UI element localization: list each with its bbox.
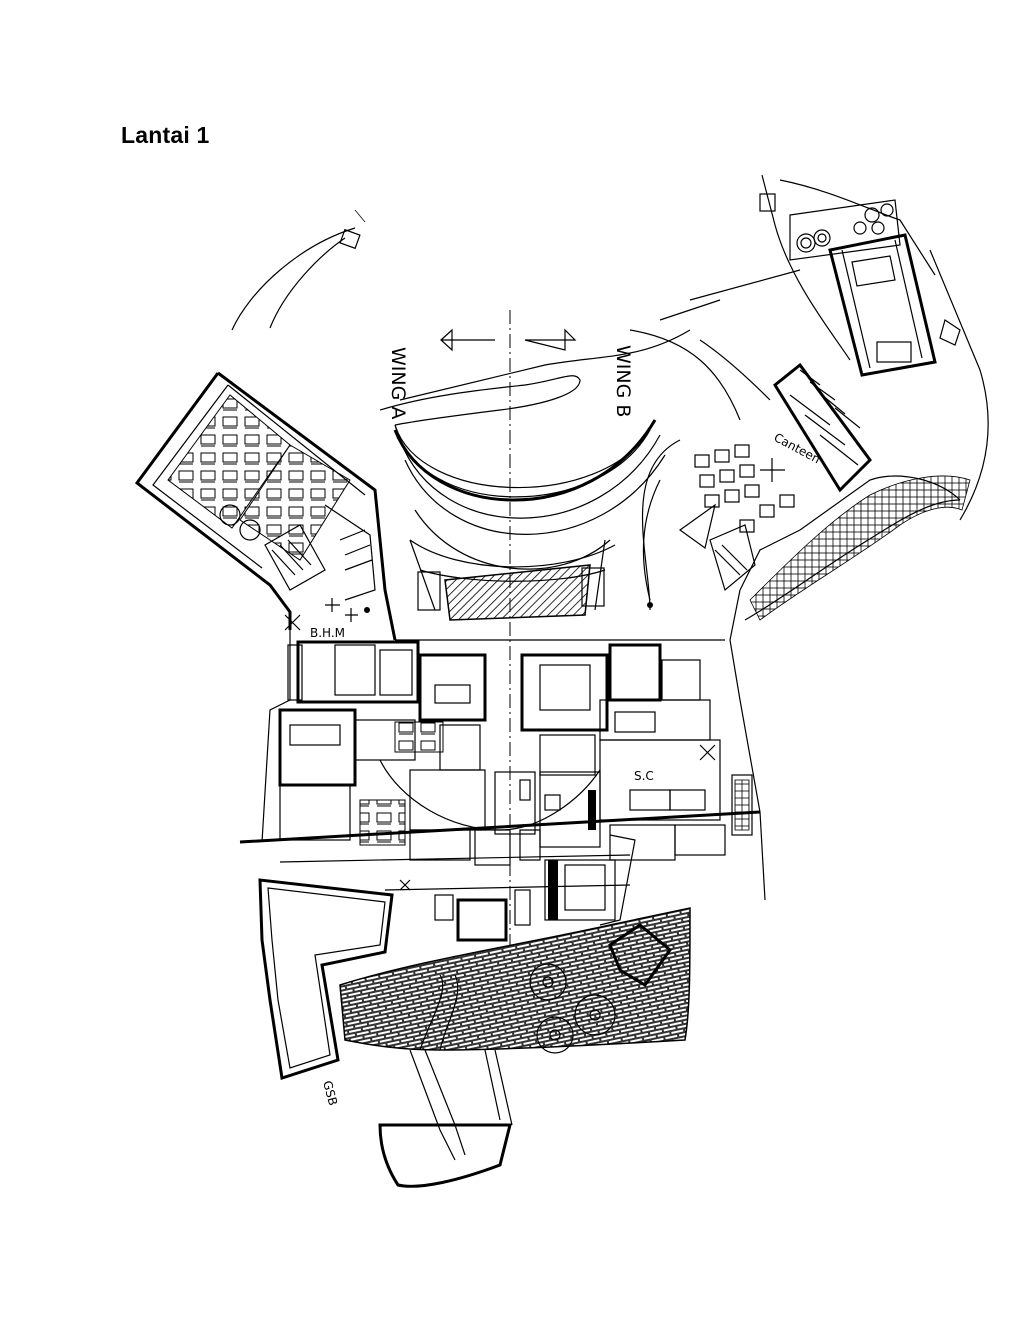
central-block <box>239 639 761 866</box>
courtyard: WING A WING B <box>379 299 771 1040</box>
grid-lines <box>279 811 766 901</box>
wing-a-label: WING A <box>387 347 409 419</box>
wing-a-block: B.H.M <box>134 371 397 843</box>
bhm-label: B.H.M <box>310 626 345 640</box>
gsb-label: GSB <box>320 1079 340 1107</box>
sc-label: S.C <box>634 769 654 783</box>
site-boundary <box>231 174 989 521</box>
annex-building <box>789 199 937 377</box>
page-title: Lantai 1 <box>121 122 210 148</box>
wing-b-label: WING B <box>612 345 634 417</box>
canteen-tables <box>694 444 795 533</box>
south-block <box>258 829 636 1080</box>
entrance-ramp: GSB <box>320 1049 513 1188</box>
plaza <box>339 907 691 1054</box>
wing-b-block: Canteen S.C <box>520 362 971 861</box>
